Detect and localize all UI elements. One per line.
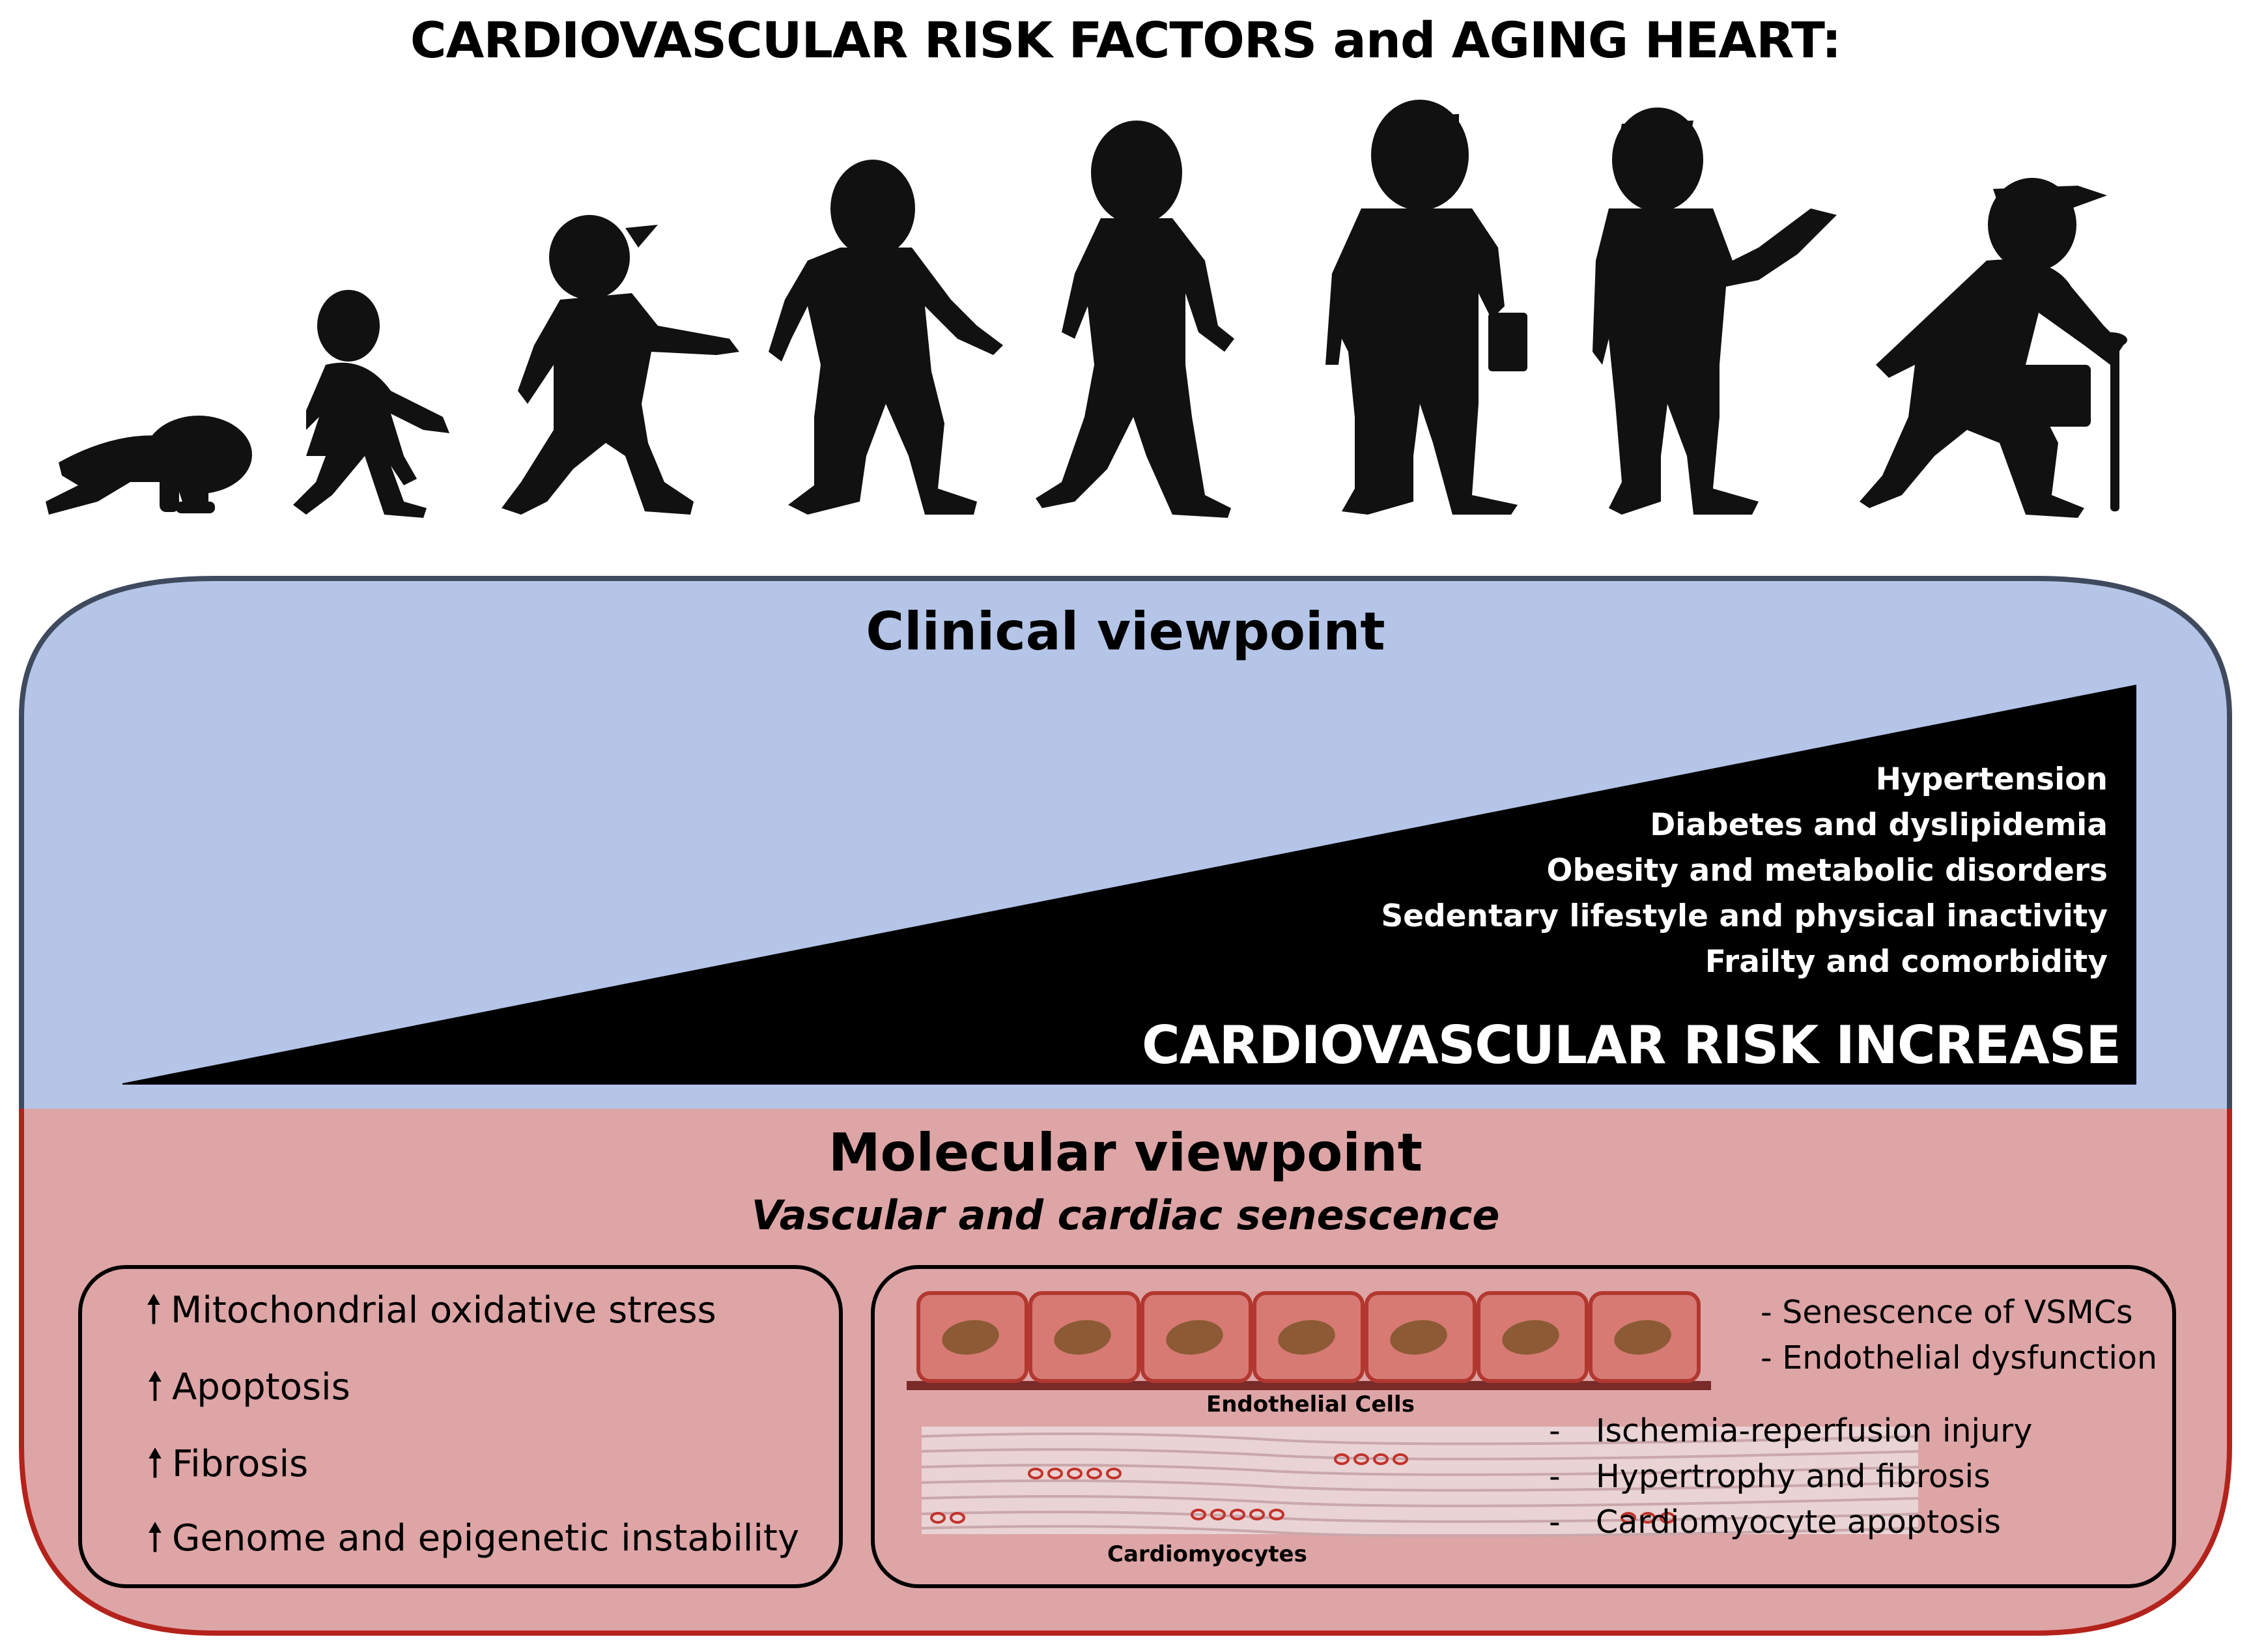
cardiomyocyte-nucleus	[1269, 1509, 1284, 1520]
risk-factor-item: Hypertension	[1875, 762, 2108, 797]
cardiomyocyte-nucleus	[1028, 1468, 1043, 1479]
increase-item: 🠕Genome and epigenetic instability	[147, 1514, 799, 1562]
middle-aged-reading-silhouette	[1593, 107, 1837, 515]
adult-with-briefcase-silhouette	[1325, 100, 1527, 515]
increase-item: 🠕Fibrosis	[147, 1440, 308, 1488]
cardiac-effect-dash: -	[1549, 1458, 1561, 1495]
endothelial-cell-nucleus	[1390, 1320, 1447, 1355]
vascular-effect-item: - Senescence of VSMCs	[1761, 1294, 2133, 1331]
cardiomyocyte-nucleus	[930, 1512, 946, 1524]
clinical-viewpoint-title: Clinical viewpoint	[866, 601, 1385, 662]
cardiac-effect-item: Cardiomyocyte apoptosis	[1596, 1503, 2001, 1541]
risk-factor-item: Obesity and metabolic disorders	[1546, 853, 2108, 889]
risk-increase-label: CARDIOVASCULAR RISK INCREASE	[1142, 1015, 2121, 1075]
cardiac-effect-item: Ischemia-reperfusion injury	[1596, 1412, 2033, 1449]
endothelial-cell-nucleus	[1166, 1320, 1223, 1355]
clinical-panel-border	[19, 576, 2232, 1109]
toddler-silhouette	[293, 290, 449, 518]
cardiomyocyte-nucleus	[1067, 1468, 1083, 1479]
endothelial-cells-illustration	[907, 1291, 1711, 1390]
cardiomyocyte-nucleus	[1353, 1453, 1369, 1465]
up-arrow-icon: 🠕	[147, 1363, 163, 1409]
cardiac-effect-dash: -	[1549, 1412, 1561, 1449]
endothelial-cell-nucleus	[1054, 1320, 1111, 1355]
main-title: CARDIOVASCULAR RISK FACTORS and AGING HE…	[410, 11, 1842, 69]
endothelial-cell-nucleus	[1614, 1320, 1671, 1355]
cardiomyocyte-nucleus	[1373, 1453, 1389, 1465]
increase-item: 🠕Mitochondrial oxidative stress	[145, 1286, 716, 1334]
up-arrow-icon: 🠕	[147, 1440, 163, 1486]
young-adult-silhouette	[1036, 121, 1234, 518]
cardiomyocyte-nucleus	[1106, 1468, 1122, 1479]
cardiomyocyte-nucleus	[1047, 1468, 1063, 1479]
risk-increase-wedge	[122, 685, 2136, 1085]
cardiomyocyte-nucleus	[1210, 1509, 1226, 1520]
elderly-with-cane-silhouette	[1860, 178, 2127, 518]
vascular-effect-item: - Endothelial dysfunction	[1761, 1339, 2158, 1376]
cardiac-effect-dash: -	[1549, 1503, 1561, 1541]
molecular-viewpoint-title: Molecular viewpoint	[828, 1122, 1423, 1183]
molecular-panel-border	[19, 1109, 2232, 1636]
risk-factor-item: Diabetes and dyslipidemia	[1650, 807, 2108, 843]
tissue-effects-box	[871, 1265, 2176, 1588]
cellular-markers-box	[78, 1265, 843, 1588]
life-stages-silhouettes	[46, 100, 2127, 518]
up-arrow-icon: 🠕	[145, 1287, 162, 1332]
cardiomyocyte-nucleus	[1230, 1509, 1245, 1520]
cardiomyocyte-nucleus	[1393, 1453, 1408, 1465]
cardiomyocyte-nucleus	[1621, 1512, 1636, 1524]
cardiac-effect-item: Hypertrophy and fibrosis	[1596, 1458, 1990, 1495]
risk-factor-item: Sedentary lifestyle and physical inactiv…	[1381, 898, 2108, 934]
increase-item: 🠕Apoptosis	[147, 1363, 350, 1411]
cardiomyocyte-nucleus	[1334, 1453, 1350, 1465]
endothelial-cell-nucleus	[1502, 1320, 1559, 1355]
cardiomyocyte-nucleus	[1660, 1512, 1675, 1524]
teen-silhouette	[769, 160, 1003, 515]
risk-factor-item: Frailty and comorbidity	[1705, 944, 2108, 980]
cardiomyocyte-nucleus	[1191, 1509, 1206, 1520]
child-silhouette	[502, 215, 739, 515]
up-arrow-icon: 🠕	[147, 1515, 163, 1560]
cardiomyocyte-nucleus	[1640, 1512, 1656, 1524]
cardiomyocyte-nucleus	[1249, 1509, 1265, 1520]
cardiomyocytes-illustration	[921, 1427, 1919, 1537]
cardiomyocyte-nucleus	[1086, 1468, 1102, 1479]
endothelial-cell-nucleus	[942, 1320, 999, 1355]
endothelial-cell-nucleus	[1278, 1320, 1335, 1355]
cardiomyocyte-nucleus	[950, 1512, 965, 1524]
molecular-viewpoint-subtitle: Vascular and cardiac senescence	[751, 1191, 1500, 1239]
cardiomyocytes-label: Cardiomyocytes	[1107, 1541, 1307, 1567]
crawling-baby-silhouette	[46, 416, 252, 515]
risk-factor-list: Hypertension Diabetes and dyslipidemia O…	[1381, 757, 2108, 985]
endothelial-cells-label: Endothelial Cells	[1206, 1391, 1415, 1417]
